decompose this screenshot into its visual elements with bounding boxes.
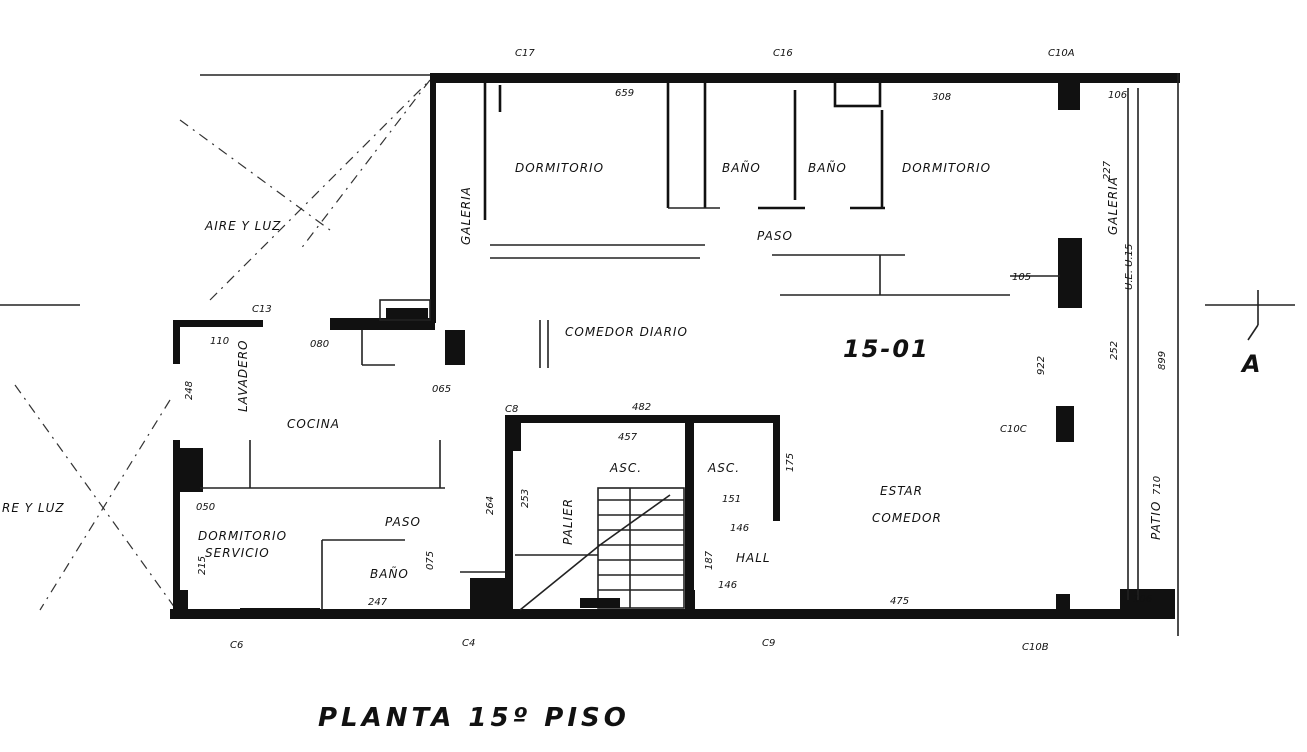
dim-899: 899 — [1157, 351, 1168, 370]
interior-partitions — [200, 78, 1060, 618]
dim-264: 264 — [485, 496, 496, 515]
room-dormitorio-servicio-line2: SERVICIO — [205, 546, 270, 560]
dim-146-lower: 146 — [718, 580, 737, 591]
dim-106-bottom: 106 — [1133, 594, 1152, 605]
dim-106-top: 106 — [1108, 90, 1127, 101]
room-ascensor-2: ASC. — [707, 461, 740, 475]
room-comedor: COMEDOR — [872, 511, 942, 525]
label-galeria-left: GALERIA — [459, 186, 473, 245]
room-paso-upper: PASO — [757, 229, 793, 243]
room-palier: PALIER — [561, 498, 575, 545]
room-ascensor-1: ASC. — [609, 461, 642, 475]
section-letter: A — [1240, 350, 1263, 378]
room-hall: HALL — [736, 551, 771, 565]
dim-075: 075 — [425, 551, 436, 570]
dim-105: 105 — [1012, 272, 1031, 283]
column-c6: C6 — [230, 640, 243, 651]
exterior-walls — [170, 73, 1180, 636]
dim-146-upper: 146 — [730, 523, 749, 534]
column-codes: C17 C16 C10A C13 C8 C6 C4 C9 C10B C10C — [230, 48, 1075, 653]
dimension-labels: 659 308 482 457 475 247 922 899 710 151 … — [184, 88, 1168, 608]
column-c10b: C10B — [1022, 642, 1049, 653]
dim-475: 475 — [890, 596, 909, 607]
dim-151: 151 — [722, 494, 741, 505]
dim-308: 308 — [932, 92, 951, 103]
room-bano-left: BAÑO — [722, 160, 761, 175]
dim-457: 457 — [618, 432, 638, 443]
dim-187: 187 — [704, 550, 715, 570]
room-labels: DORMITORIO BAÑO BAÑO DORMITORIO PASO COM… — [2, 160, 1163, 581]
staircase — [515, 487, 685, 611]
dim-215: 215 — [197, 556, 208, 575]
dim-253: 253 — [520, 489, 531, 508]
dim-247: 247 — [368, 597, 388, 608]
drawing-title: PLANTA 15º PISO — [318, 703, 630, 733]
column-c8: C8 — [505, 404, 518, 415]
column-c13: C13 — [252, 304, 272, 315]
column-c16: C16 — [773, 48, 793, 59]
room-comedor-diario: COMEDOR DIARIO — [565, 325, 688, 339]
dim-227: 227 — [1102, 160, 1113, 180]
label-ue: U.E. U.15 — [1124, 244, 1135, 290]
structural-columns — [176, 80, 1082, 618]
dim-710: 710 — [1152, 476, 1163, 495]
dim-080: 080 — [310, 339, 329, 350]
dim-065: 065 — [432, 384, 451, 395]
room-dormitorio-servicio-line1: DORMITORIO — [198, 529, 287, 543]
label-aire-y-luz-upper: AIRE Y LUZ — [204, 219, 281, 233]
dim-248: 248 — [184, 381, 195, 400]
section-marker — [1205, 290, 1295, 341]
unit-number: 15-01 — [843, 335, 930, 363]
label-patio: PATIO — [1149, 501, 1163, 540]
label-galeria-right: GALERIA — [1106, 176, 1120, 235]
room-bano-right: BAÑO — [808, 160, 847, 175]
dim-252: 252 — [1109, 341, 1120, 360]
room-dormitorio-right: DORMITORIO — [902, 161, 991, 175]
room-paso-lower: PASO — [385, 515, 421, 529]
column-c4: C4 — [462, 638, 475, 649]
column-c10c: C10C — [1000, 424, 1027, 435]
light-well-hatching — [0, 74, 431, 616]
dim-659: 659 — [615, 88, 634, 99]
dim-922: 922 — [1036, 356, 1047, 375]
column-c10a: C10A — [1048, 48, 1075, 59]
column-c9: C9 — [762, 638, 775, 649]
room-dormitorio-left: DORMITORIO — [515, 161, 604, 175]
dim-050: 050 — [196, 502, 215, 513]
room-estar: ESTAR — [880, 484, 923, 498]
label-aire-y-luz-lower: RE Y LUZ — [2, 501, 65, 515]
dim-175: 175 — [785, 453, 796, 472]
label-lavadero: LAVADERO — [236, 339, 250, 412]
room-cocina: COCINA — [287, 417, 340, 431]
column-c17: C17 — [515, 48, 535, 59]
room-bano-servicio: BAÑO — [370, 566, 409, 581]
dim-482: 482 — [632, 402, 651, 413]
dim-110: 110 — [210, 336, 229, 347]
